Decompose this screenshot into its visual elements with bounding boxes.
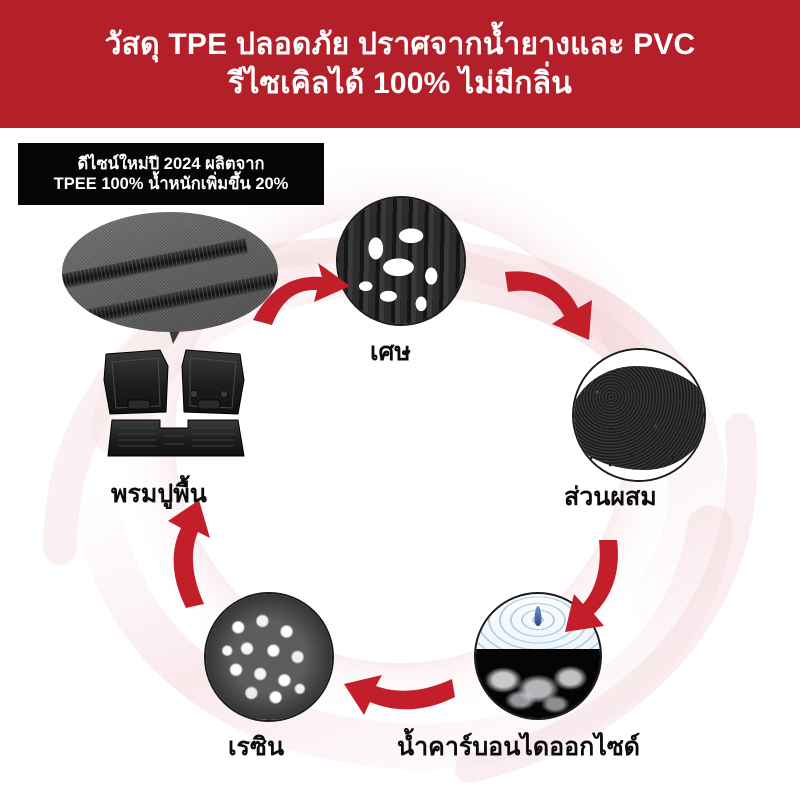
node-resin	[204, 592, 334, 722]
node-label-floor-mat: พรมปูพื้น	[111, 480, 207, 508]
water-drop-icon	[534, 606, 542, 627]
floor-mat-svg	[103, 349, 245, 457]
mat-ridge	[75, 270, 278, 325]
node-label-co2: น้ำคาร์บอนไดออกไซด์	[397, 733, 641, 761]
arrow-resin-to-mat	[168, 500, 210, 608]
arrow-scrap-to-mix	[505, 271, 592, 340]
arrow-mat-to-scrap	[253, 263, 350, 325]
arrow-mix-to-co2	[565, 540, 618, 632]
mat-texture-callout	[62, 212, 278, 332]
node-image-mixture	[572, 348, 706, 482]
co2-smoke	[476, 648, 600, 718]
node-mixture	[572, 348, 706, 482]
note-line-2: TPEE 100% น้ำหนักเพิ่มขึ้น 20%	[53, 175, 289, 193]
node-label-mixture: ส่วนผสม	[564, 483, 657, 511]
banner-line-1: วัสดุ TPE ปลอดภัย ปราศจากน้ำยางและ PVC	[104, 27, 696, 61]
header-banner: วัสดุ TPE ปลอดภัย ปราศจากน้ำยางและ PVC ร…	[0, 0, 800, 128]
node-label-scrap: เศษ	[370, 338, 411, 366]
design-note-box: ดีไซน์ใหม่ปี 2024 ผลิตจาก TPEE 100% น้ำห…	[18, 143, 324, 205]
scrap-texture	[338, 198, 464, 324]
node-image-scrap	[336, 196, 466, 326]
callout-ellipse	[62, 212, 278, 332]
granule-texture	[574, 350, 704, 480]
node-scrap	[336, 196, 466, 326]
note-line-1: ดีไซน์ใหม่ปี 2024 ผลิตจาก	[77, 154, 265, 173]
node-label-resin: เรซิน	[228, 733, 285, 761]
node-image-floor-mat	[98, 336, 274, 468]
arrow-co2-to-resin	[344, 675, 455, 715]
node-image-resin	[204, 592, 334, 722]
banner-line-2: รีไซเคิลได้ 100% ไม่มีกลิ่น	[228, 67, 572, 100]
resin-texture	[206, 594, 332, 720]
